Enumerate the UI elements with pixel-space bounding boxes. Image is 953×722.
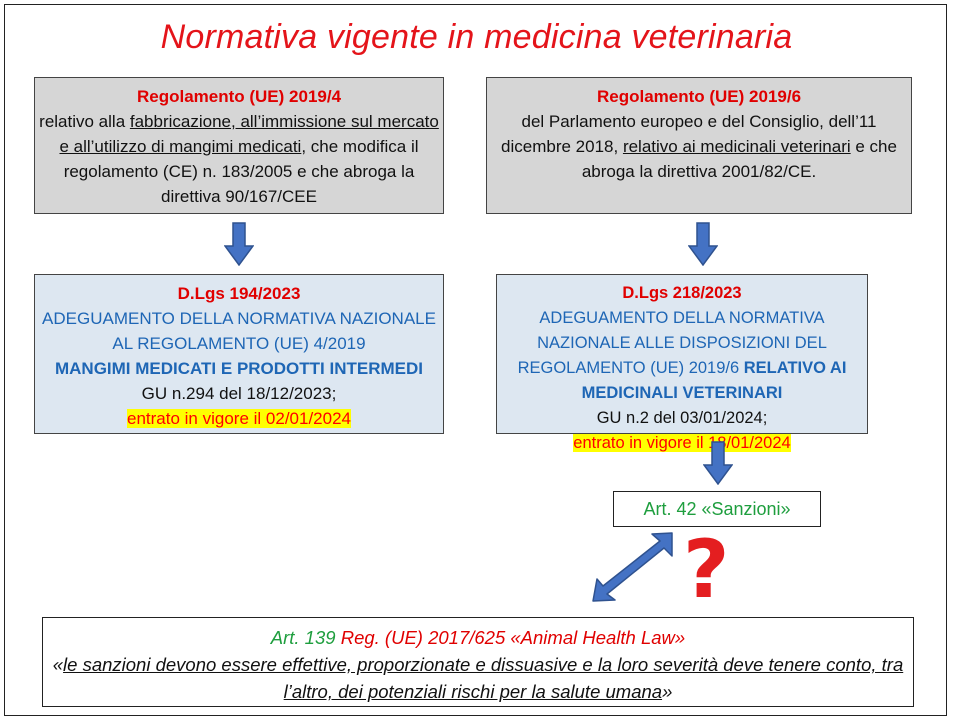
art-139-quote-close: »: [662, 681, 673, 702]
art-139-law-name: «Animal Health Law»: [505, 627, 686, 648]
dlgs-218-in-force: entrato in vigore il 18/01/2024: [573, 434, 791, 452]
dlgs-218-gazette: GU n.2 del 03/01/2024;: [596, 409, 768, 427]
dlgs-218-2023-box: D.Lgs 218/2023 ADEGUAMENTO DELLA NORMATI…: [496, 274, 868, 452]
slide-frame: [4, 4, 947, 716]
dlgs-218-heading: D.Lgs 218/2023: [622, 284, 742, 302]
regulation-2019-4-text-1: relativo alla: [39, 112, 130, 131]
regulation-2019-6-heading: Regolamento (UE) 2019/6: [596, 87, 802, 106]
regulation-2019-6-text-2: e che abroga la direttiva 2001/82/CE.: [581, 137, 897, 181]
dlgs-194-heading: D.Lgs 194/2023: [177, 284, 301, 303]
dlgs-194-2023-box: D.Lgs 194/2023 ADEGUAMENTO DELLA NORMATI…: [34, 274, 444, 434]
dlgs-194-in-force: entrato in vigore il 02/01/2024: [127, 409, 351, 428]
regulation-2019-4-text-2: , che modifica il regolamento (CE) n. 18…: [63, 137, 419, 206]
arrow-down-icon: [688, 222, 718, 266]
art-139-regulation: Reg. (UE) 2017/625: [335, 627, 506, 648]
double-arrow-icon: [592, 532, 673, 602]
regulation-2019-4-heading: Regolamento (UE) 2019/4: [136, 87, 342, 106]
dlgs-194-gazette: GU n.294 del 18/12/2023;: [141, 384, 337, 403]
slide-title: Normativa vigente in medicina veterinari…: [160, 18, 793, 56]
art-139-quote-open: «: [52, 654, 64, 675]
question-mark-icon: ?: [683, 523, 730, 616]
dlgs-218-body: ADEGUAMENTO DELLA NORMATIVA NAZIONALE AL…: [517, 309, 827, 377]
regulation-2019-6-box: Regolamento (UE) 2019/6 del Parlamento e…: [486, 77, 912, 214]
art-139-label: Art. 139: [270, 627, 336, 648]
regulation-2019-4-text-underlined: fabbricazione, all’immissione sul mercat…: [59, 112, 439, 156]
arrow-down-icon: [703, 441, 733, 485]
art-139-quote: le sanzioni devono essere effettive, pro…: [63, 654, 904, 702]
regulation-2019-6-text-underlined: relativo ai medicinali veterinari: [622, 137, 851, 156]
art-42-sanzioni-box: Art. 42 «Sanzioni»: [613, 491, 821, 527]
regulation-2019-6-text-1: del Parlamento europeo e del Consiglio, …: [501, 112, 877, 156]
arrow-down-icon: [224, 222, 254, 266]
dlgs-194-body: ADEGUAMENTO DELLA NORMATIVA NAZIONALE AL…: [42, 309, 436, 353]
regulation-2019-4-box: Regolamento (UE) 2019/4 relativo alla fa…: [34, 77, 444, 214]
art-139-box: Art. 139 Reg. (UE) 2017/625 «Animal Heal…: [42, 617, 914, 707]
dlgs-194-subject: MANGIMI MEDICATI E PRODOTTI INTERMEDI: [54, 359, 423, 378]
dlgs-218-subject: RELATIVO AI MEDICINALI VETERINARI: [581, 359, 847, 402]
